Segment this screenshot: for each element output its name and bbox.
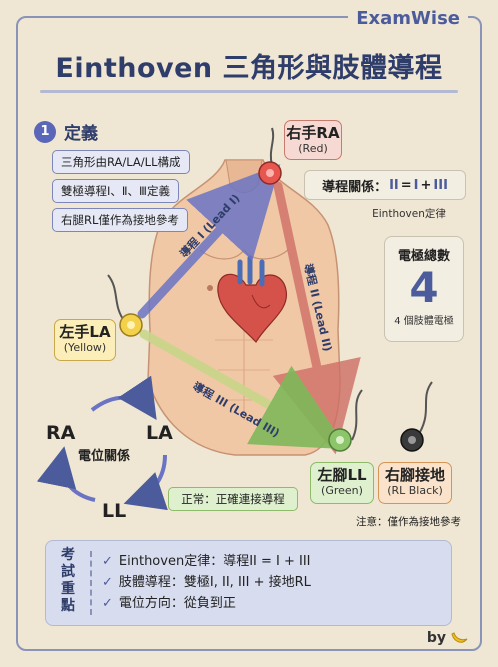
- rl-color: (RL Black): [387, 484, 443, 497]
- cycle-la-label: LA: [146, 422, 173, 444]
- rl-electrode: [400, 428, 424, 452]
- la-cable: [107, 274, 126, 323]
- lead-3-arrow: [139, 329, 348, 450]
- cycle-ll-label: LL: [102, 500, 127, 522]
- check-icon: ✓: [102, 575, 113, 590]
- title-divider: [40, 90, 458, 93]
- definition-heading: 1 定義: [34, 119, 98, 144]
- ra-name: 右手RA: [286, 124, 340, 142]
- rl-label-card: 右腳接地 (RL Black): [378, 462, 452, 504]
- page-title: Einthoven 三角形與肢體導程: [55, 53, 443, 84]
- lead-relation-box: 導程關係： II = I + III: [304, 170, 466, 200]
- ll-label-card: 左腳LL (Green): [310, 462, 374, 504]
- cycle-center-label: 電位關係: [78, 449, 131, 464]
- la-electrode: [119, 313, 143, 337]
- ra-cable: [269, 127, 275, 166]
- brand-logo: ExamWise: [348, 8, 468, 29]
- electrode-count-label: 電極總數: [397, 249, 450, 264]
- electrode-count-value: 4: [409, 263, 439, 312]
- exam-title-char: 試: [61, 564, 75, 580]
- potential-cycle: [36, 375, 168, 511]
- definition-title: 定義: [64, 124, 98, 144]
- ll-color: (Green): [321, 484, 363, 497]
- ra-label-card: 右手RA (Red): [284, 120, 342, 160]
- ground-note: 注意：僅作為接地參考: [356, 516, 461, 528]
- formula-label: 導程關係：: [322, 179, 388, 195]
- check-icon: ✓: [102, 554, 113, 569]
- footer-credit: by: [427, 630, 468, 646]
- ll-electrode: [328, 428, 352, 452]
- ll-cable: [351, 389, 363, 441]
- formula-plus: +: [420, 177, 432, 193]
- ra-color: (Red): [298, 142, 328, 155]
- formula-lhs: II: [389, 177, 399, 193]
- page-frame: [16, 16, 482, 651]
- banana-icon: [451, 632, 468, 643]
- ra-electrode: [258, 161, 282, 185]
- footer-by: by: [426, 630, 446, 646]
- definition-item: 雙極導程Ⅰ、Ⅱ、Ⅲ定義: [52, 179, 179, 203]
- ll-name: 左腳LL: [317, 466, 367, 484]
- exam-item: ✓ 肢體導程：雙極I, II, III + 接地RL: [102, 572, 311, 593]
- rl-cable: [419, 381, 433, 433]
- definition-item: 右腿RL僅作為接地參考: [52, 208, 188, 232]
- lead-1-arrow: [137, 164, 281, 319]
- rl-name: 右腳接地: [384, 466, 445, 484]
- electrode-count-sub: 4 個肢體電極: [394, 316, 454, 327]
- la-name: 左手LA: [59, 323, 111, 341]
- la-color: (Yellow): [63, 341, 107, 354]
- heart-illustration: [217, 255, 288, 343]
- exam-title-char: 重: [61, 581, 75, 597]
- la-label-card: 左手LA (Yellow): [54, 319, 116, 361]
- definition-item: 三角形由RA/LA/LL構成: [52, 150, 190, 174]
- exam-item-text: 肢體導程：雙極I, II, III + 接地RL: [118, 575, 311, 590]
- exam-item-text: Einthoven定律：導程II = I + III: [118, 554, 311, 569]
- exam-key-points: 考 試 重 點 ✓ Einthoven定律：導程II = I + III ✓ 肢體導…: [45, 540, 452, 626]
- check-icon: ✓: [102, 596, 113, 611]
- formula-term-2: III: [433, 177, 448, 193]
- electrode-count-box: 電極總數 4 4 個肢體電極: [384, 236, 464, 342]
- formula-caption: Einthoven定律: [372, 208, 446, 220]
- exam-item: ✓ 電位方向：從負到正: [102, 593, 311, 614]
- exam-title-char: 考: [61, 547, 75, 563]
- formula-equals: =: [400, 177, 412, 193]
- exam-item: ✓ Einthoven定律：導程II = I + III: [102, 551, 311, 572]
- exam-divider: [90, 551, 92, 615]
- cycle-ra-label: RA: [46, 422, 76, 444]
- exam-item-text: 電位方向：從負到正: [118, 596, 236, 611]
- exam-title: 考 試 重 點: [60, 547, 76, 615]
- normal-connection-box: 正常：正確連接導程: [168, 487, 298, 511]
- formula-term-1: I: [413, 177, 419, 193]
- section-number-badge: 1: [34, 120, 56, 143]
- exam-title-char: 點: [61, 598, 75, 614]
- exam-list: ✓ Einthoven定律：導程II = I + III ✓ 肢體導程：雙極I, I…: [102, 551, 311, 614]
